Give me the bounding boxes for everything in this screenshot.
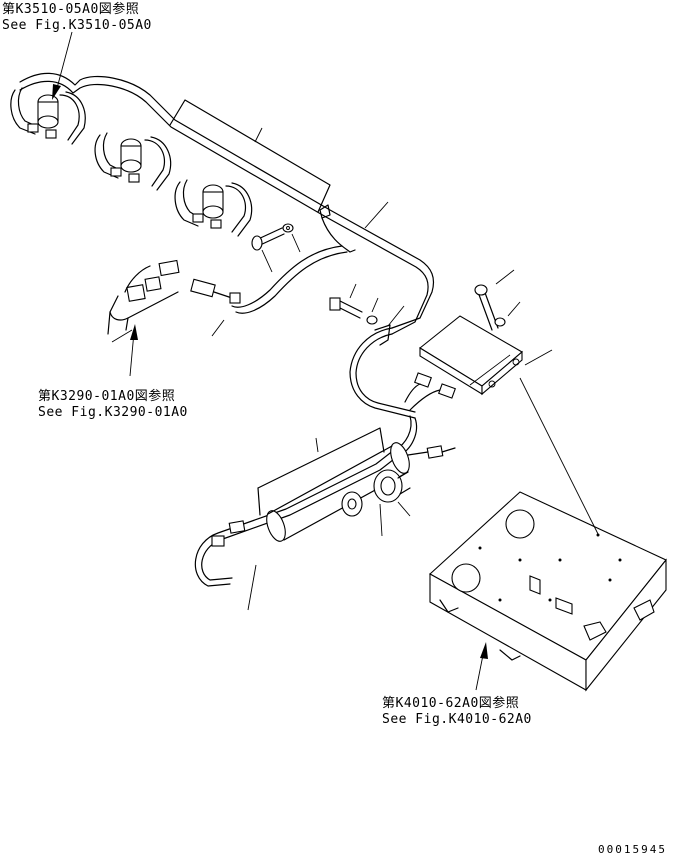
harness-cover-sheet [169, 99, 331, 213]
relay-cluster-1 [10, 87, 86, 145]
bolt-middle [329, 283, 405, 346]
reference-arrow-k4010 [475, 642, 488, 691]
relay-cluster-3 [174, 179, 253, 237]
reference-k4010-en: See Fig.K4010-62A0 [382, 712, 532, 727]
grommet-large [373, 469, 411, 517]
connector-group-left [107, 259, 241, 343]
reference-arrow-k3510 [52, 31, 73, 100]
mounting-plate [429, 491, 667, 692]
reference-k3290-jp: 第K3290-01A0図参照 [38, 389, 176, 404]
clamp-top [319, 201, 389, 229]
main-wiring-harness [19, 72, 435, 457]
reference-k3510-en: See Fig.K3510-05A0 [2, 18, 152, 33]
reference-arrow-k3290 [129, 324, 138, 377]
reference-k4010-jp: 第K4010-62A0図参照 [382, 696, 520, 711]
bolt-washer-top [251, 223, 301, 273]
leader-to-plate [519, 377, 599, 535]
reference-k3510-jp: 第K3510-05A0図参照 [2, 2, 140, 17]
lower-harness [194, 442, 456, 611]
grommet-small [341, 491, 383, 537]
controller-box [404, 315, 553, 411]
harness-cover-sheet-lower [257, 427, 385, 516]
relay-cluster-2 [94, 132, 172, 191]
reference-k3290-en: See Fig.K3290-01A0 [38, 405, 188, 420]
bolt-washer-right [474, 269, 521, 331]
drawing-number: 00015945 [598, 843, 667, 856]
